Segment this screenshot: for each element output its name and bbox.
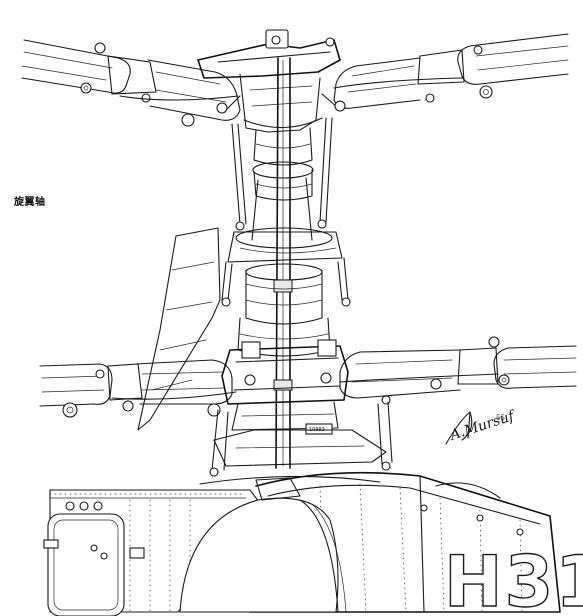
tail-fin: [137, 227, 221, 431]
rivet-lines-left: [49, 493, 245, 613]
registration-mark: H31: [444, 541, 583, 616]
signature-year: 55: [496, 414, 505, 422]
cockpit-door: [47, 513, 125, 616]
rotor-shaft-label: 旋翼轴: [14, 197, 46, 208]
upper-rotor: [21, 29, 569, 241]
rotor-mast: [273, 57, 293, 469]
upper-pitch-links: [231, 117, 333, 241]
intake-dome: [179, 497, 339, 613]
lower-rotor: 10993: [39, 336, 577, 485]
middle-swashplate-stack: [221, 227, 351, 357]
artist-signature: A.Mursuf 55: [445, 407, 519, 445]
lower-left-blade: [39, 359, 237, 418]
fuselage: H31: [43, 471, 583, 616]
upper-right-blade: [333, 33, 569, 109]
lower-right-blade: [339, 336, 577, 405]
upper-left-blade: [21, 39, 241, 127]
lower-hub: 10993: [199, 339, 393, 485]
signature-name: A.Mursuf: [446, 407, 518, 444]
